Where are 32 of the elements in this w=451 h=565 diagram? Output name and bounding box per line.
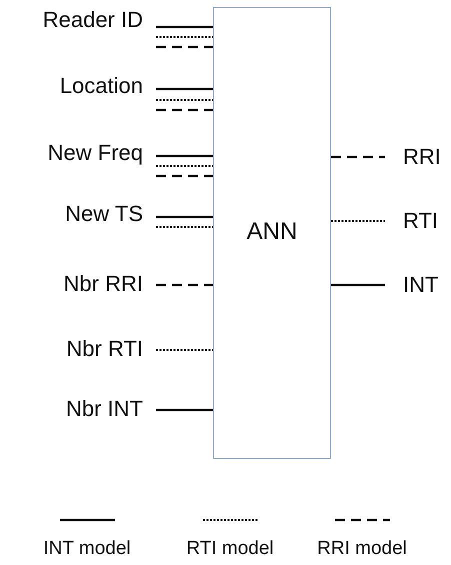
connector-line — [331, 220, 385, 222]
connector-line — [156, 154, 213, 158]
connector-line — [331, 156, 385, 158]
connector-line — [156, 165, 213, 167]
input-label: Nbr RRI — [64, 272, 143, 296]
process-box — [213, 7, 331, 459]
box-label: ANN — [246, 220, 298, 244]
connector-line — [156, 99, 213, 101]
connector-line — [156, 88, 213, 90]
connector-line — [156, 408, 213, 412]
input-label: Nbr INT — [66, 397, 143, 421]
output-label: INT — [403, 273, 438, 297]
legend-label: RRI model — [317, 537, 407, 561]
connector-line — [156, 174, 213, 178]
connector-line — [156, 349, 213, 351]
connector-line — [156, 26, 213, 28]
input-label: Location — [60, 74, 143, 98]
connector-line — [331, 284, 385, 286]
connector-line — [156, 284, 213, 286]
connector-line — [156, 216, 213, 218]
connector-line — [156, 36, 213, 38]
output-label: RRI — [403, 145, 441, 169]
input-label: Nbr RTI — [66, 337, 143, 361]
connector-line — [156, 46, 213, 48]
connector-line — [156, 226, 213, 228]
legend-label: INT model — [43, 537, 131, 561]
output-label: RTI — [403, 209, 438, 233]
connector-line — [156, 108, 213, 112]
legend-label: RTI model — [186, 537, 274, 561]
input-label: New TS — [65, 202, 143, 226]
input-label: Reader ID — [42, 8, 143, 32]
input-label: New Freq — [48, 141, 143, 165]
